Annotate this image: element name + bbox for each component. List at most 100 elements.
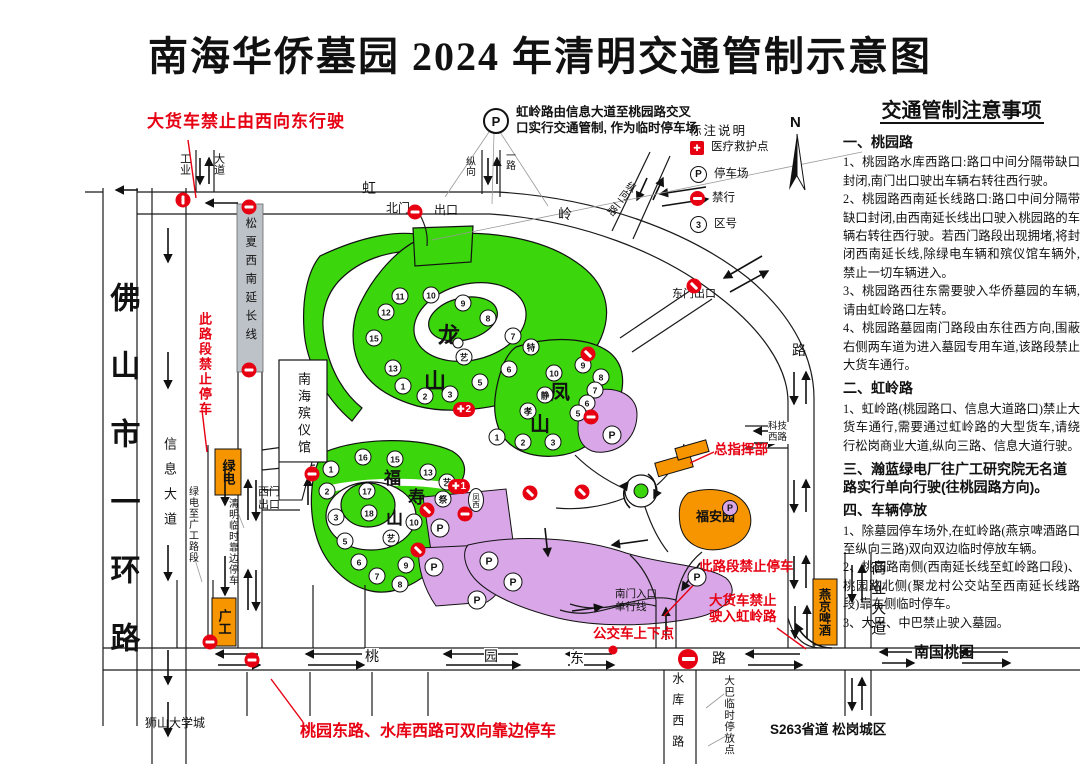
zone-badge: 2 <box>514 433 532 451</box>
notes-heading-4: 四、车辆停放 <box>843 502 927 519</box>
legend-item-parking: P 停车场 <box>690 166 749 183</box>
place-label-shishan: 狮山大学城 <box>145 716 206 730</box>
zone-badge: 1 <box>394 377 412 395</box>
road-label-foshan-ring: 佛山市一环路 <box>105 282 139 690</box>
bus-stop-dot <box>608 645 618 655</box>
zone-badge: 9 <box>454 294 472 312</box>
medical-point-badge: ✚2 <box>453 402 476 417</box>
zone-badge: 8 <box>391 575 409 593</box>
place-label-binyiguan: 南海殡仪馆 <box>295 372 311 457</box>
mountain-label-feng: 凤 <box>550 382 570 404</box>
road-label-hong: 虹 <box>362 180 376 196</box>
note-no-parking-left: 此路段禁止停车 <box>196 312 212 417</box>
zone-badge: 16 <box>354 448 372 466</box>
legend-medical-label: 医疗救护点 <box>711 141 769 154</box>
parking-icon: P <box>479 551 499 571</box>
zone-badge: 9 <box>397 556 415 574</box>
medical-icon: ✚ <box>690 141 704 155</box>
zone-badge: 艺 <box>382 529 400 547</box>
notes-para: 2、桃园路西南延长线路口:路口中间分隔带缺口封闭,由西南延长线出口驶入桃园路的车… <box>843 192 1080 280</box>
zone-badge: 15 <box>386 450 404 468</box>
zone-badge: 3 <box>327 508 345 526</box>
medical-icon: ✚ <box>457 404 465 414</box>
note-hq: 总指挥部 <box>714 442 768 457</box>
note-truck-west-east: 大货车禁止由西向东行驶 <box>147 112 345 131</box>
mountain-label-fu: 福 <box>384 469 401 488</box>
road-label-dadao: 大道 <box>212 153 225 175</box>
parking-icon: P <box>483 108 509 134</box>
zone-badge: 5 <box>471 373 489 391</box>
notes-para: 3、大巴、中巴禁止驶入墓园。 <box>843 615 1010 630</box>
road-label-tao: 桃 <box>365 648 379 665</box>
page-title: 南海华侨墓园 2024 年清明交通管制示意图 <box>148 34 932 79</box>
notes-title: 交通管制注意事项 <box>879 100 1044 124</box>
road-label-lu: 路 <box>792 342 806 358</box>
no-entry-icon <box>241 199 257 215</box>
medical-point-number: 1 <box>460 481 467 492</box>
place-label-yanjing: 燕京啤酒 <box>817 588 832 636</box>
no-entry-icon <box>241 362 257 378</box>
notes-heading-2: 二、虹岭路 <box>843 380 913 397</box>
zone-badge: 8 <box>592 368 610 386</box>
mountain-label-fushou-shan: 山 <box>386 509 403 528</box>
zone-badge: 静 <box>536 386 554 404</box>
zone-badge: 3 <box>441 385 459 403</box>
notes-heading-1: 一、桃园路 <box>843 134 913 150</box>
no-entry-icon <box>304 466 320 482</box>
notes-para: 3、桃园路西往东需要驶入华侨墓园的车辆,请由虹岭路口左转。 <box>843 284 1080 317</box>
parking-icon: P <box>467 590 487 610</box>
legend-no-entry-label: 禁行 <box>712 191 735 204</box>
gate-label-north-exit: 出口 <box>434 203 459 217</box>
p-annotation-line2: 口实行交通管制, 作为临时停车场 <box>516 121 698 135</box>
gate-label-west-exit: 西门出口 <box>258 486 280 512</box>
legend-parking-label: 停车场 <box>714 167 749 180</box>
no-entry-icon <box>244 652 260 668</box>
road-label-zongxiang1a: 纵向 <box>463 156 475 176</box>
traffic-arrows <box>114 156 1012 738</box>
road-label-songxia-ext: 松夏西南延长线 <box>244 217 257 347</box>
zone-badge: 15 <box>365 329 383 347</box>
road-label-shangye-dadao: 商业大道 <box>869 560 887 640</box>
no-entry-icon <box>574 484 590 500</box>
notes-para: 4、桃园路墓园南门路段由东往西方向,围蔽右侧两车道为进入墓园专用车道,该路段禁止… <box>843 321 1080 372</box>
zone-badge: 祭 <box>434 490 452 508</box>
zone-number-icon: 3 <box>690 216 707 233</box>
zone-badge: 孝 <box>519 402 537 420</box>
zone-badge: 7 <box>504 327 522 345</box>
road-label-ling: 岭 <box>558 206 572 222</box>
gate-label-north: 北门 <box>386 201 411 215</box>
parking-icon: P <box>424 557 444 577</box>
notes-heading-3: 三、瀚蓝绿电厂往广工研究院无名道路实行单向行驶(往桃园路方向)。 <box>843 460 1067 496</box>
no-entry-icon <box>202 634 218 650</box>
note-bus-stop: 公交车上下点 <box>593 626 674 641</box>
legend-title: 标注说明 <box>689 124 748 138</box>
p-annotation-line1: 虹岭路由信息大道至桃园路交叉 <box>516 105 692 119</box>
road-label-lvdian-guanggong: 绿电至广工路段 <box>186 486 198 563</box>
notes-para: 1、虹岭路(桃园路口、信息大道路口)禁止大货车通行,需要通过虹岭路的大型货车,请… <box>843 401 1080 453</box>
zone-badge: 7 <box>586 381 604 399</box>
zone-badge: 10 <box>405 513 423 531</box>
zone-badge: 11 <box>391 287 409 305</box>
road-label-daba-parking: 大巴临时停放点 <box>723 675 736 756</box>
no-entry-icon <box>686 278 702 294</box>
mountain-label-feng-shan: 山 <box>530 414 550 436</box>
mountain-label-shou: 寿 <box>408 488 425 507</box>
notes-panel: 交通管制注意事项 一、桃园路 1、桃园路水库西路口:路口中间分隔带缺口封闭,南门… <box>843 94 1080 632</box>
no-entry-icon <box>410 542 426 558</box>
road-label-keji-xilu: 科技西路 <box>768 421 790 444</box>
road-label-gongye: 工业 <box>178 153 191 175</box>
no-entry-icon <box>419 502 435 518</box>
medical-icon: ✚ <box>452 481 460 491</box>
road-label-s263: S263省道 松岗城区 <box>770 722 887 737</box>
zone-badge: 13 <box>384 359 402 377</box>
road-label-qingming-parking: 清明临时靠边停车 <box>226 498 238 586</box>
zone-badge: 艺 <box>455 348 473 366</box>
zone-badge: 1 <box>488 428 506 446</box>
road-label-taoyuan-lu: 路 <box>712 650 726 667</box>
medical-point-badge: ✚1 <box>448 479 471 494</box>
zone-badge: 13 <box>419 463 437 481</box>
legend-item-medical: ✚ 医疗救护点 <box>690 141 769 155</box>
zone-badge: 5 <box>336 532 354 550</box>
no-entry-icon <box>175 192 191 208</box>
road-label-yuan: 园 <box>484 648 498 665</box>
